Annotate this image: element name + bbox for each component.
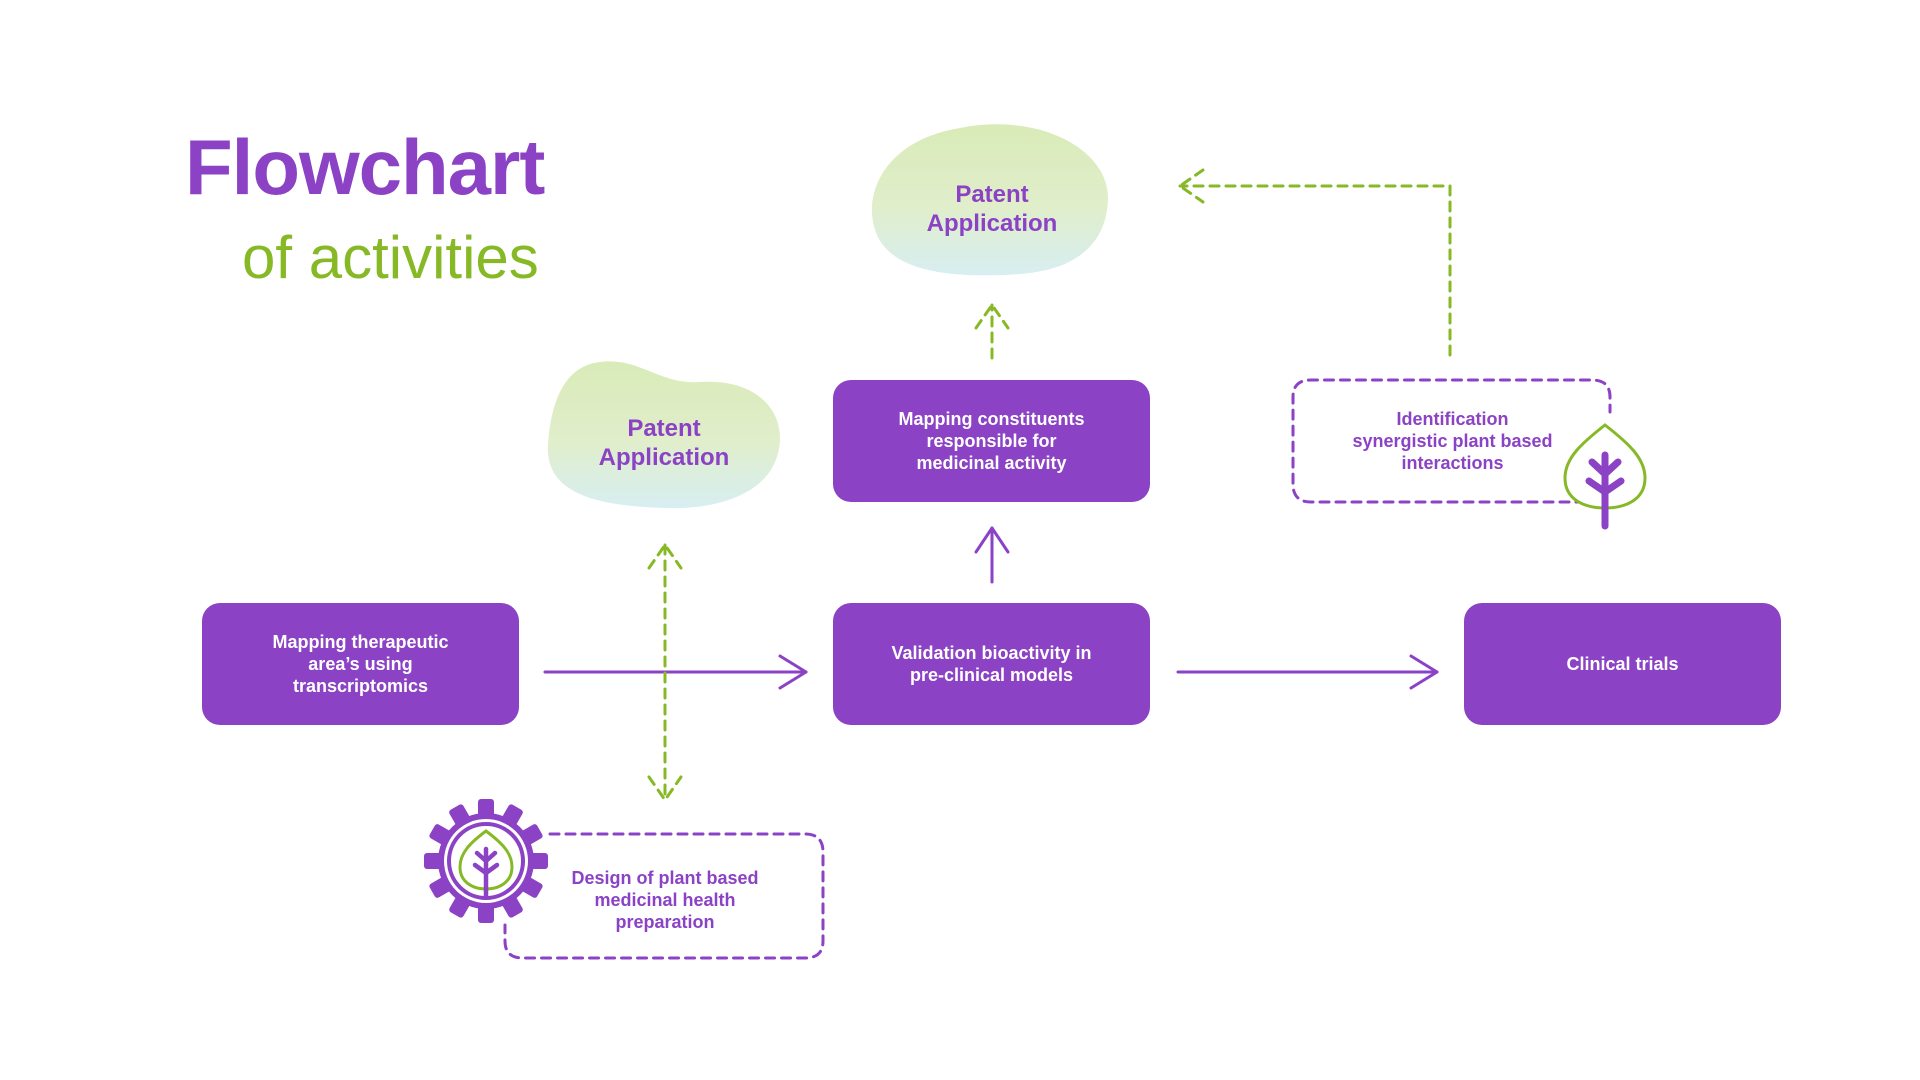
design-label: Design of plant based medicinal health p… bbox=[571, 868, 759, 932]
leaf-icon bbox=[1563, 423, 1647, 530]
box-mapping-constituents: Mapping constituents responsible for med… bbox=[833, 380, 1150, 502]
gear-leaf-icon bbox=[424, 799, 548, 923]
dashed-arrow-identification-to-patent bbox=[1177, 168, 1452, 357]
box-mapping-constituents-label: Mapping constituents responsible for med… bbox=[898, 409, 1085, 473]
patent-application-left-label: Patent Application bbox=[598, 415, 730, 471]
patent-blob-left bbox=[547, 361, 780, 509]
design-dashed-frame bbox=[503, 832, 825, 960]
box-mapping-therapeutic-label: Mapping therapeutic area’s using transcr… bbox=[272, 632, 449, 696]
box-clinical-trials: Clinical trials bbox=[1464, 603, 1781, 725]
dashed-double-arrow-vertical bbox=[647, 542, 683, 803]
box-mapping-therapeutic: Mapping therapeutic area’s using transcr… bbox=[202, 603, 519, 725]
identification-label: Identification synergistic plant based i… bbox=[1352, 409, 1553, 473]
arrow-to-validation bbox=[543, 654, 808, 690]
box-validation-label: Validation bioactivity in pre-clinical m… bbox=[891, 643, 1092, 685]
title-main: Flowchart bbox=[185, 123, 545, 211]
dashed-arrow-to-patent-top bbox=[974, 302, 1010, 360]
patent-blob-top bbox=[871, 124, 1109, 276]
title-sub: of activities bbox=[242, 224, 539, 291]
box-clinical-trials-label: Clinical trials bbox=[1566, 654, 1679, 674]
arrow-to-mapping-constituents bbox=[974, 526, 1010, 584]
identification-dashed-frame bbox=[1291, 378, 1612, 504]
arrow-to-clinical-trials bbox=[1176, 654, 1439, 690]
patent-application-top-label: Patent Application bbox=[926, 181, 1058, 237]
box-validation: Validation bioactivity in pre-clinical m… bbox=[833, 603, 1150, 725]
